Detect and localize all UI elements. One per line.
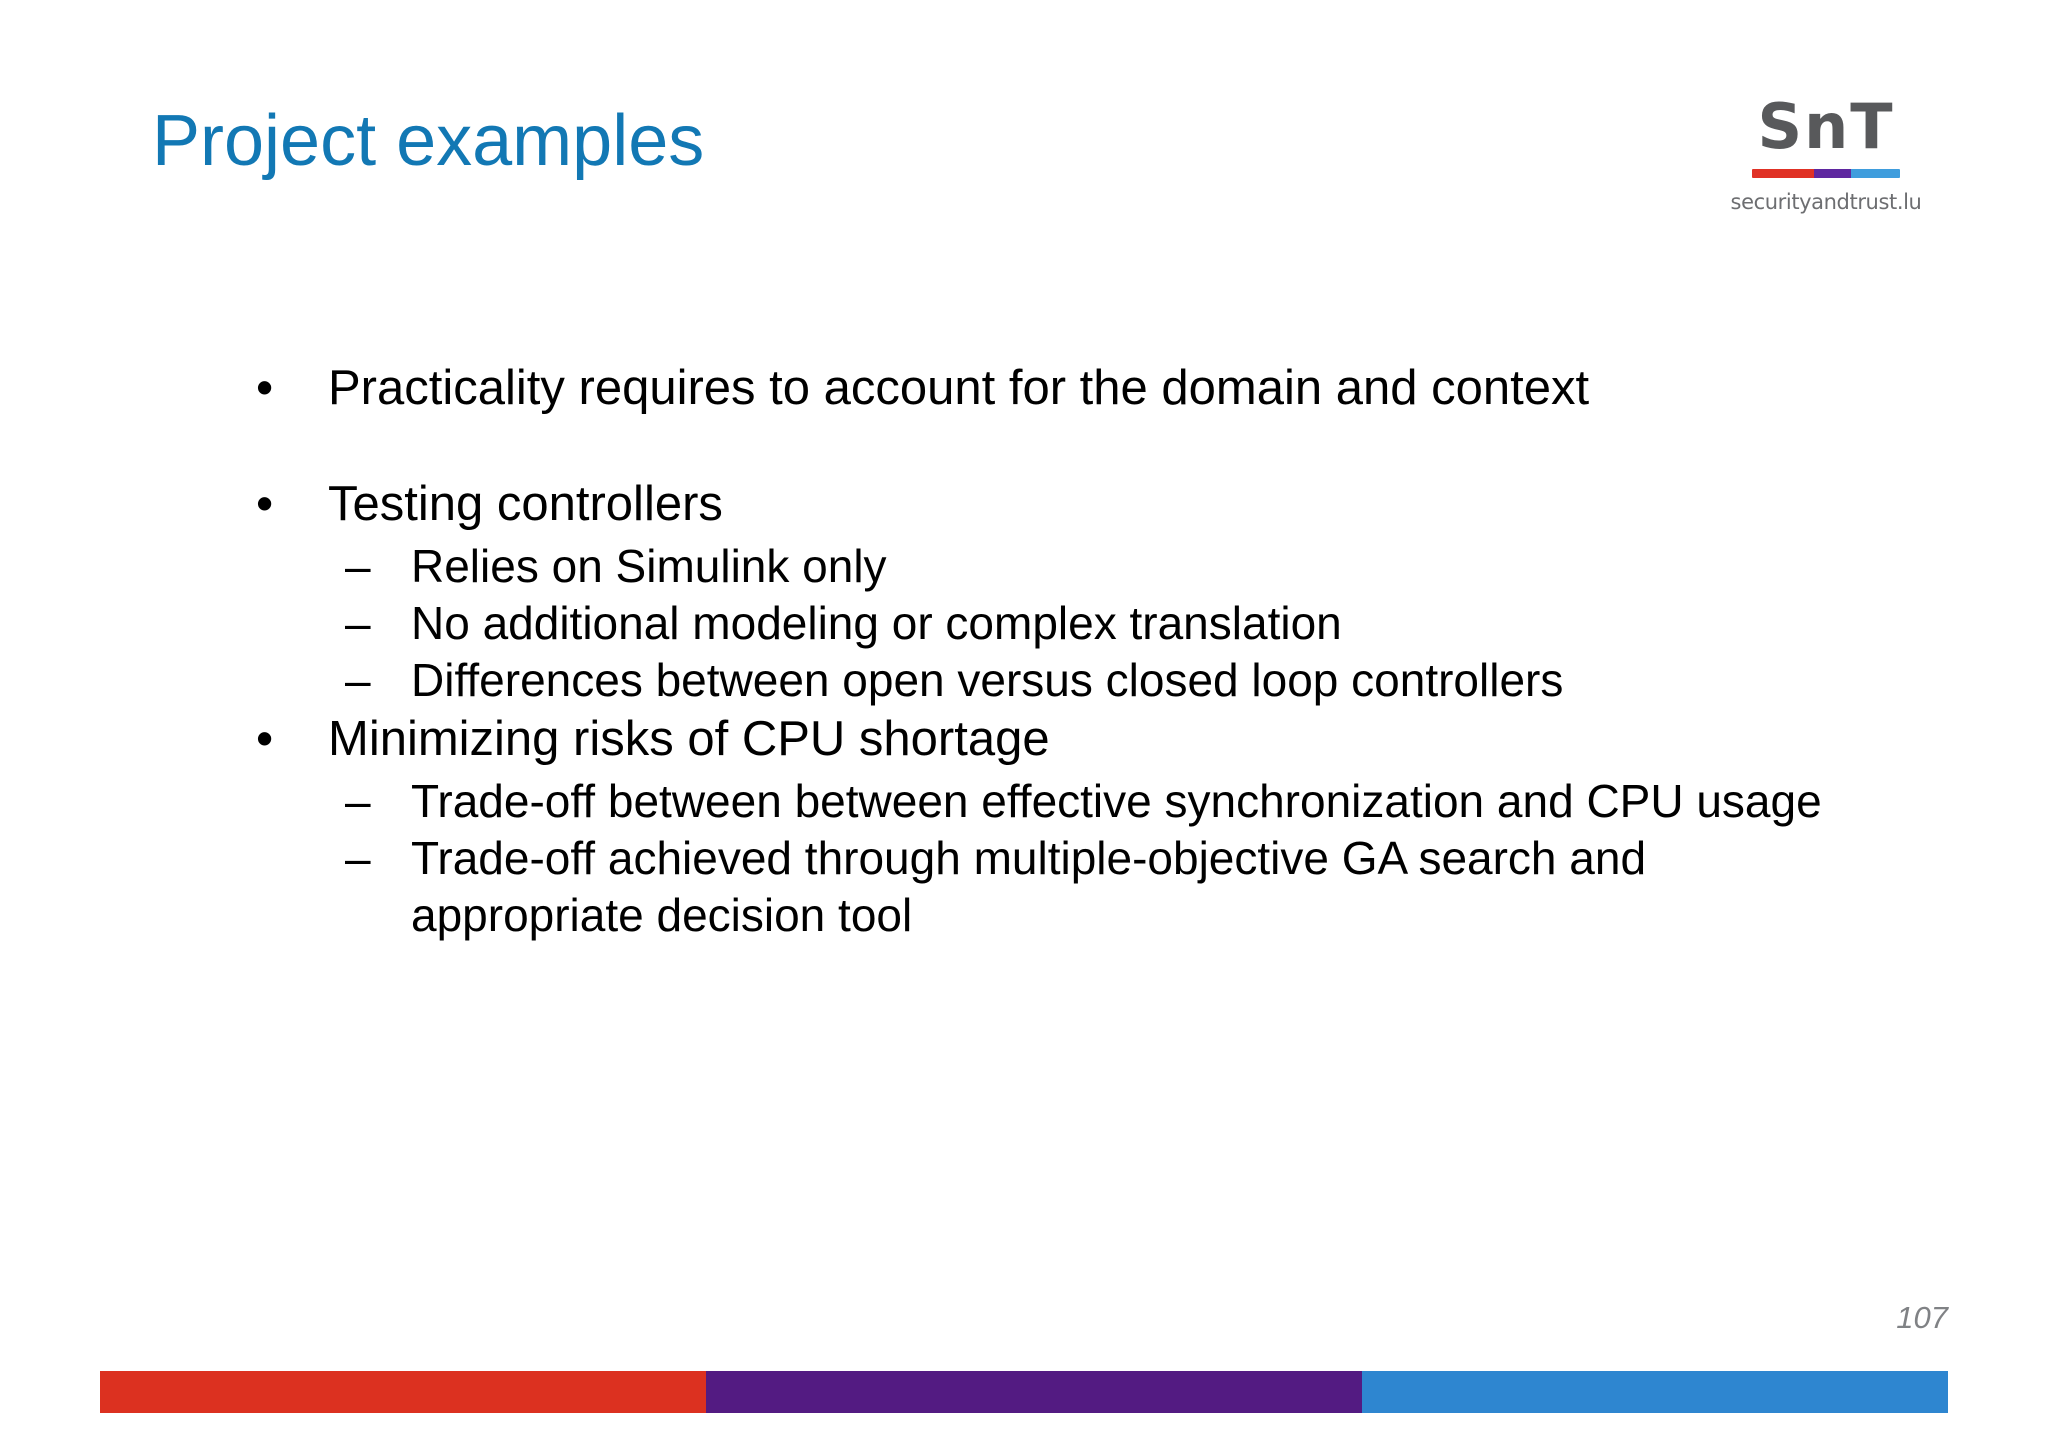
bullet-marker-dash: –: [345, 540, 371, 592]
bullet-marker-dot: •: [256, 712, 274, 766]
bullet-marker-dot: •: [256, 361, 274, 415]
snt-wordmark: SnT: [1757, 90, 1895, 163]
footer-bar-purple: [706, 1371, 1363, 1413]
sub-bullet-item: – Differences between open versus closed…: [345, 652, 1888, 709]
bullet-text: Testing controllers: [328, 477, 723, 531]
bullet-item: • Minimizing risks of CPU shortage: [248, 709, 1888, 769]
page-number: 107: [1896, 1300, 1948, 1335]
bullet-marker-dot: •: [256, 477, 274, 531]
logo-rule-purple: [1814, 169, 1852, 178]
footer-color-bar: [100, 1371, 1948, 1413]
bullet-item: • Testing controllers: [248, 474, 1888, 534]
logo-rule-red: [1752, 169, 1815, 178]
bullet-marker-dash: –: [345, 832, 371, 884]
bullet-text: Practicality requires to account for the…: [328, 361, 1590, 415]
bullet-list: • Practicality requires to account for t…: [248, 358, 1888, 944]
sub-bullet-item: – Trade-off achieved through multiple-ob…: [345, 830, 1888, 944]
logo-tricolor-rule: [1752, 169, 1900, 178]
bullet-item: • Practicality requires to account for t…: [248, 358, 1888, 418]
sub-bullet-text: Relies on Simulink only: [411, 540, 887, 592]
spacer: [248, 418, 1888, 474]
sub-bullet-text: Trade-off between between effective sync…: [411, 775, 1822, 827]
snt-logo: SnT securityandtrust.lu: [1726, 90, 1926, 214]
footer-bar-red: [100, 1371, 707, 1413]
sub-bullet-text: Trade-off achieved through multiple-obje…: [411, 832, 1647, 941]
page-title: Project examples: [152, 101, 705, 182]
sub-bullet-text: Differences between open versus closed l…: [411, 654, 1564, 706]
bullet-text: Minimizing risks of CPU shortage: [328, 712, 1050, 766]
footer-bar-blue: [1362, 1371, 1948, 1413]
sub-bullet-item: – Relies on Simulink only: [345, 538, 1888, 595]
snt-tagline: securityandtrust.lu: [1730, 190, 1922, 214]
bullet-marker-dash: –: [345, 775, 371, 827]
sub-bullet-item: – No additional modeling or complex tran…: [345, 595, 1888, 652]
sub-bullet-text: No additional modeling or complex transl…: [411, 597, 1342, 649]
sub-bullet-item: – Trade-off between between effective sy…: [345, 773, 1888, 830]
logo-rule-blue: [1851, 169, 1900, 178]
bullet-marker-dash: –: [345, 654, 371, 706]
bullet-marker-dash: –: [345, 597, 371, 649]
